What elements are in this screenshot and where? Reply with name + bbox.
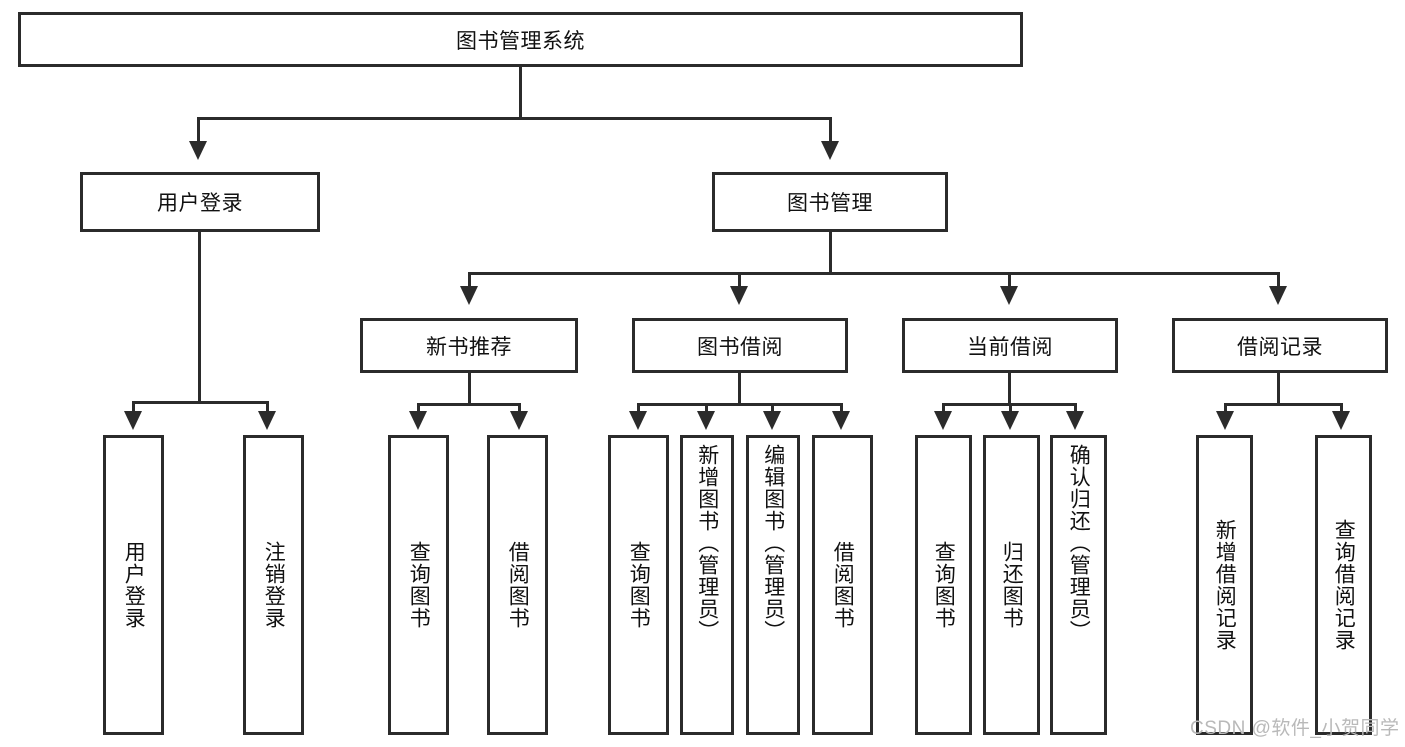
node-book-borrow[interactable]: 图书借阅 bbox=[632, 318, 848, 373]
arrow-to-current-borrow bbox=[1000, 286, 1018, 305]
watermark-label: CSDN @软件_小贺同学 bbox=[1190, 718, 1400, 739]
node-book-management[interactable]: 图书管理 bbox=[712, 172, 948, 232]
connector-current-stem bbox=[1008, 373, 1011, 405]
connector-level2-drop-3 bbox=[1008, 272, 1011, 288]
leaf-logout[interactable]: 注销登录 bbox=[243, 435, 304, 735]
connector-root-stem bbox=[519, 67, 522, 119]
connector-level2-drop-4 bbox=[1277, 272, 1280, 288]
leaf-add-borrow-record[interactable]: 新增借阅记录 bbox=[1196, 435, 1253, 735]
connector-record-stem bbox=[1277, 373, 1280, 405]
arrow-to-book-borrow bbox=[730, 286, 748, 305]
arrow-to-leaf-edit-book bbox=[763, 411, 781, 430]
connector-level1-bus bbox=[197, 117, 832, 120]
connector-recommend-bus bbox=[417, 403, 521, 406]
connector-level2-bus bbox=[468, 272, 1280, 275]
arrow-to-leaf-query-book-1 bbox=[409, 411, 427, 430]
connector-level1-drop-right bbox=[829, 117, 832, 143]
connector-recommend-drop-1 bbox=[417, 403, 420, 413]
connector-record-drop-1 bbox=[1224, 403, 1227, 413]
arrow-to-user-login bbox=[189, 141, 207, 160]
connector-record-drop-2 bbox=[1340, 403, 1343, 413]
arrow-to-new-book-recommend bbox=[460, 286, 478, 305]
node-new-book-recommend[interactable]: 新书推荐 bbox=[360, 318, 578, 373]
connector-borrow-bus bbox=[637, 403, 843, 406]
arrow-to-book-management bbox=[821, 141, 839, 160]
node-root-system[interactable]: 图书管理系统 bbox=[18, 12, 1023, 67]
connector-borrow-drop-3 bbox=[771, 403, 774, 413]
arrow-to-leaf-query-record bbox=[1332, 411, 1350, 430]
arrow-to-leaf-borrow-book-2 bbox=[832, 411, 850, 430]
connector-recommend-stem bbox=[468, 373, 471, 405]
arrow-to-leaf-add-record bbox=[1216, 411, 1234, 430]
leaf-borrow-book-recommend[interactable]: 借阅图书 bbox=[487, 435, 548, 735]
leaf-return-book[interactable]: 归还图书 bbox=[983, 435, 1040, 735]
connector-user-login-drop-1 bbox=[132, 401, 135, 413]
connector-current-drop-2 bbox=[1009, 403, 1012, 413]
connector-record-bus bbox=[1224, 403, 1343, 406]
arrow-to-leaf-query-book-3 bbox=[934, 411, 952, 430]
leaf-query-book-recommend[interactable]: 查询图书 bbox=[388, 435, 449, 735]
connector-user-login-bus bbox=[132, 401, 269, 404]
leaf-query-book-borrow[interactable]: 查询图书 bbox=[608, 435, 669, 735]
connector-current-drop-3 bbox=[1074, 403, 1077, 413]
node-current-borrow[interactable]: 当前借阅 bbox=[902, 318, 1118, 373]
connector-current-drop-1 bbox=[942, 403, 945, 413]
connector-level1-drop-left bbox=[197, 117, 200, 143]
connector-book-mgmt-stem bbox=[829, 232, 832, 274]
leaf-add-book-admin[interactable]: 新增图书（管理员） bbox=[680, 435, 734, 735]
leaf-user-login[interactable]: 用户登录 bbox=[103, 435, 164, 735]
arrow-to-leaf-query-book-2 bbox=[629, 411, 647, 430]
node-user-login[interactable]: 用户登录 bbox=[80, 172, 320, 232]
connector-recommend-drop-2 bbox=[518, 403, 521, 413]
leaf-confirm-return-admin[interactable]: 确认归还（管理员） bbox=[1050, 435, 1107, 735]
leaf-borrow-book[interactable]: 借阅图书 bbox=[812, 435, 873, 735]
connector-borrow-drop-2 bbox=[705, 403, 708, 413]
arrow-to-borrow-record bbox=[1269, 286, 1287, 305]
leaf-query-book-current[interactable]: 查询图书 bbox=[915, 435, 972, 735]
connector-level2-drop-2 bbox=[738, 272, 741, 288]
connector-user-login-drop-2 bbox=[266, 401, 269, 413]
connector-borrow-drop-1 bbox=[637, 403, 640, 413]
arrow-to-leaf-logout bbox=[258, 411, 276, 430]
connector-borrow-drop-4 bbox=[840, 403, 843, 413]
node-borrow-record[interactable]: 借阅记录 bbox=[1172, 318, 1388, 373]
leaf-edit-book-admin[interactable]: 编辑图书（管理员） bbox=[746, 435, 800, 735]
arrow-to-leaf-return-book bbox=[1001, 411, 1019, 430]
connector-level2-drop-1 bbox=[468, 272, 471, 288]
connector-user-login-stem bbox=[198, 232, 201, 403]
connector-borrow-stem bbox=[738, 373, 741, 405]
leaf-query-borrow-record[interactable]: 查询借阅记录 bbox=[1315, 435, 1372, 735]
arrow-to-leaf-confirm-return bbox=[1066, 411, 1084, 430]
arrow-to-leaf-add-book bbox=[697, 411, 715, 430]
arrow-to-leaf-borrow-book-1 bbox=[510, 411, 528, 430]
arrow-to-leaf-user-login bbox=[124, 411, 142, 430]
